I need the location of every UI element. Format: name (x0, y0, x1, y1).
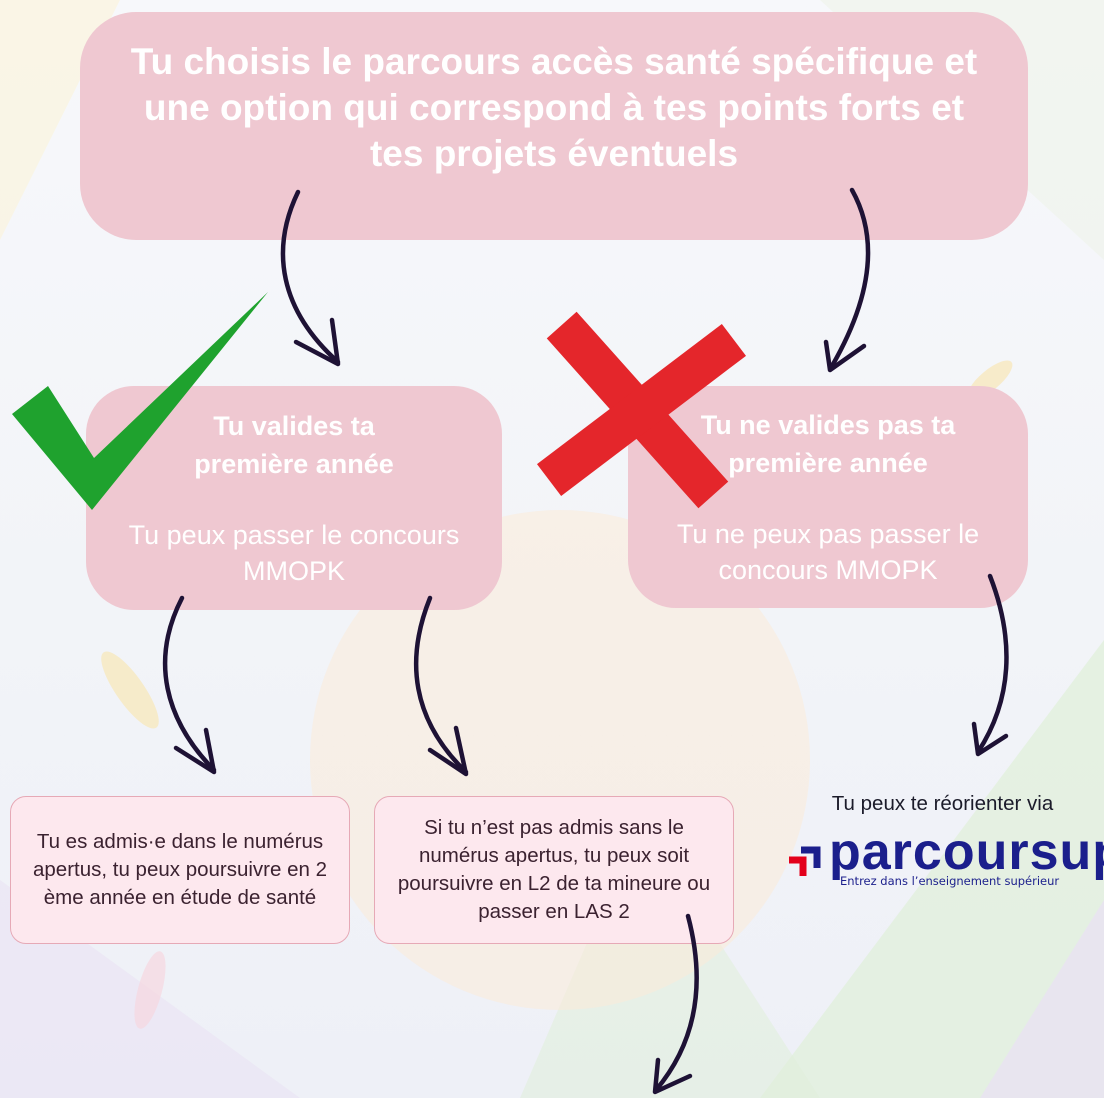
cross-icon (536, 311, 747, 509)
arrow-top-to-left (280, 189, 341, 367)
parcoursup-logo-word: parcoursup (829, 823, 1104, 881)
parcoursup-logo: parcoursup Entrez dans l’enseignement su… (785, 823, 1104, 892)
arrow-not-admitted-down (652, 913, 699, 1095)
reorientation-text: Tu peux te réorienter via (831, 792, 1054, 815)
outcome-not-admitted-box: Si tu n’est pas admis sans le numérus ap… (374, 796, 734, 944)
validation-failure-title: Tu ne valides pas ta première année (700, 410, 956, 478)
outcome-admitted-text: Tu es admis·e dans le numérus apertus, t… (32, 830, 328, 909)
parcoursup-logo-tagline: Entrez dans l’enseignement supérieur (840, 874, 1060, 888)
check-mark-icon (12, 292, 268, 510)
arrow-top-to-right (823, 187, 871, 373)
validation-failure-subtitle: Tu ne peux pas passer le concours MMOPK (676, 519, 980, 585)
outcome-admitted-box: Tu es admis·e dans le numérus apertus, t… (10, 796, 350, 944)
arrow-left-to-not-admitted (413, 595, 469, 777)
outcome-not-admitted-text: Si tu n’est pas admis sans le numérus ap… (397, 816, 711, 923)
arrow-left-to-admitted (162, 595, 217, 775)
top-choice-text: Tu choisis le parcours accès santé spéci… (130, 41, 978, 174)
validation-success-title: Tu valides ta première année (194, 411, 394, 479)
top-choice-box: Tu choisis le parcours accès santé spéci… (80, 12, 1028, 240)
arrow-right-to-reorientation (971, 573, 1009, 757)
validation-success-subtitle: Tu peux passer le concours MMOPK (128, 520, 460, 586)
validation-failure-box: Tu ne valides pas ta première année Tu n… (628, 386, 1028, 608)
parcoursup-logo-icon (789, 846, 821, 876)
